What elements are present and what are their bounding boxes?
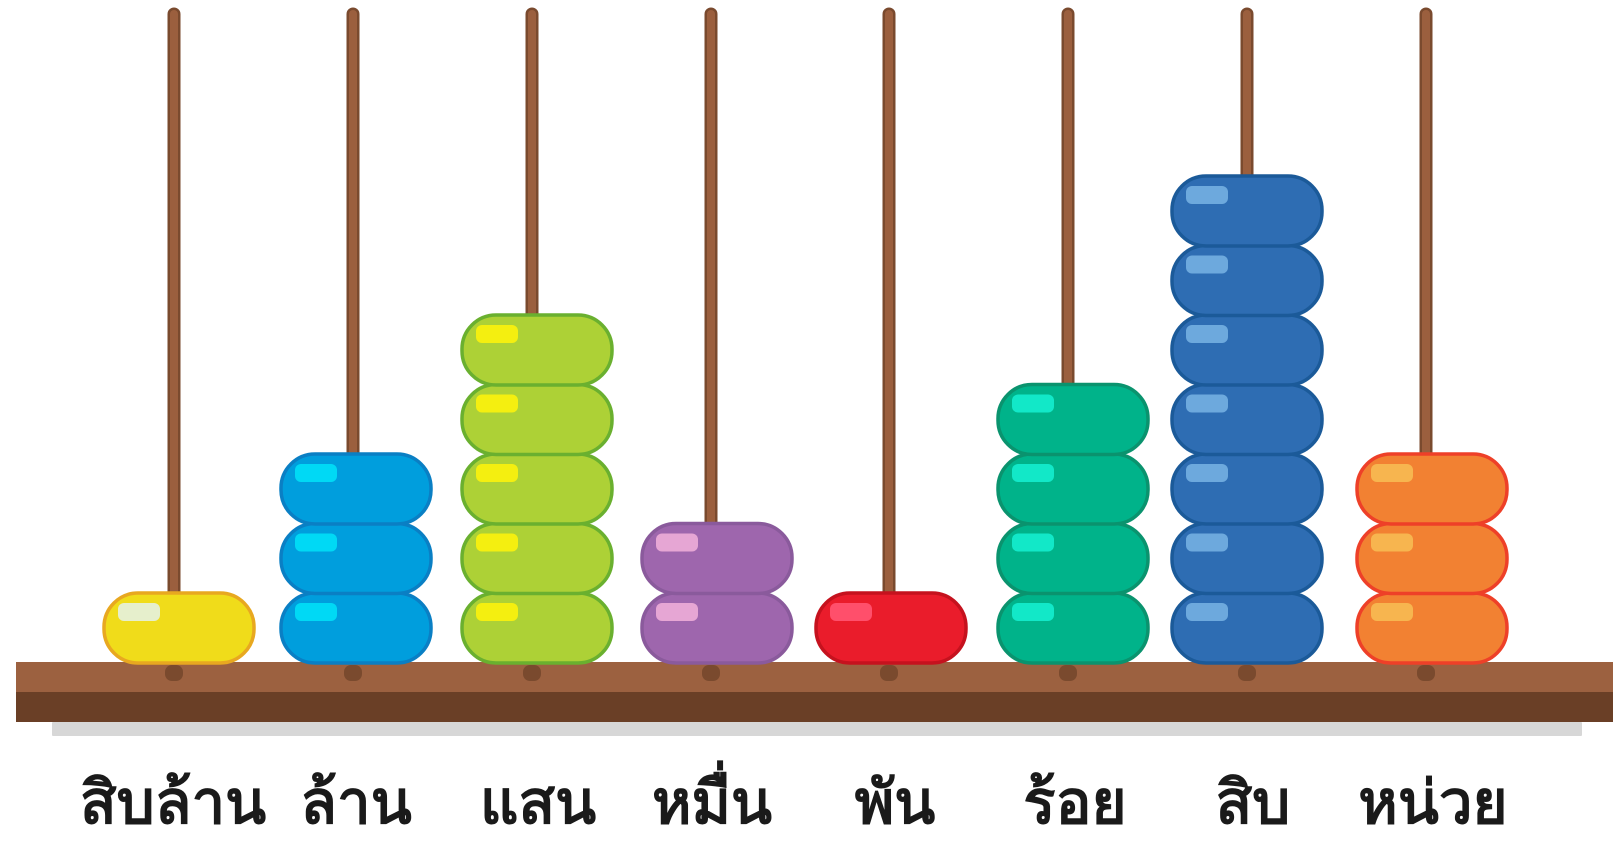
bead-highlight bbox=[476, 464, 518, 482]
bead-tens bbox=[1170, 521, 1324, 596]
place-label-tens: สิบ bbox=[1215, 768, 1291, 838]
bead-tens bbox=[1170, 452, 1324, 526]
bead-highlight bbox=[1186, 603, 1228, 621]
rod-peg-ten-millions bbox=[165, 665, 183, 681]
bead-tens bbox=[1170, 174, 1324, 248]
bead-highlight bbox=[476, 603, 518, 621]
bead-highlight bbox=[1186, 394, 1228, 413]
bead-highlight bbox=[476, 394, 518, 413]
rod-peg-millions bbox=[344, 665, 362, 681]
place-label-hundreds: ร้อย bbox=[1023, 768, 1127, 838]
bead-highlight bbox=[295, 533, 337, 552]
bead-thousands bbox=[814, 591, 968, 665]
bead-ten-millions bbox=[102, 591, 256, 665]
bead-highlight bbox=[295, 464, 337, 482]
place-label-ten-thousands: หมื่น bbox=[651, 768, 773, 838]
bead-millions bbox=[279, 521, 433, 596]
bead-millions bbox=[279, 452, 433, 526]
bead-units bbox=[1355, 452, 1509, 526]
bead-units bbox=[1355, 591, 1509, 665]
bead-tens bbox=[1170, 313, 1324, 387]
bead-highlight bbox=[1371, 603, 1413, 621]
bead-tens bbox=[1170, 591, 1324, 665]
base-lower-plank bbox=[16, 690, 1613, 722]
abacus-beads bbox=[102, 174, 1509, 665]
bead-hundred-thousands bbox=[460, 521, 614, 596]
bead-ten-thousands bbox=[640, 521, 794, 596]
bead-hundred-thousands bbox=[460, 382, 614, 457]
bead-highlight bbox=[1186, 255, 1228, 274]
rod-peg-hundreds bbox=[1059, 665, 1077, 681]
place-label-hundred-thousands: แสน bbox=[479, 768, 597, 838]
bead-highlight bbox=[1012, 533, 1054, 552]
bead-hundreds bbox=[996, 382, 1150, 457]
base-shadow bbox=[52, 722, 1582, 736]
rod-peg-thousands bbox=[880, 665, 898, 681]
place-label-thousands: พัน bbox=[854, 768, 936, 838]
place-label-millions: ล้าน bbox=[300, 768, 412, 838]
bead-highlight bbox=[1186, 186, 1228, 204]
rod-peg-ten-thousands bbox=[702, 665, 720, 681]
bead-hundreds bbox=[996, 452, 1150, 526]
bead-highlight bbox=[1371, 464, 1413, 482]
place-label-ten-millions: สิบล้าน bbox=[80, 768, 267, 838]
bead-highlight bbox=[1186, 325, 1228, 343]
bead-highlight bbox=[1186, 533, 1228, 552]
rod-peg-tens bbox=[1238, 665, 1256, 681]
abacus-rod-pegs bbox=[165, 665, 1435, 681]
bead-highlight bbox=[1371, 533, 1413, 552]
bead-tens bbox=[1170, 243, 1324, 318]
bead-hundred-thousands bbox=[460, 452, 614, 526]
bead-hundreds bbox=[996, 521, 1150, 596]
abacus-base bbox=[16, 662, 1613, 736]
bead-highlight bbox=[118, 603, 160, 621]
rod-peg-hundred-thousands bbox=[523, 665, 541, 681]
bead-tens bbox=[1170, 382, 1324, 457]
bead-highlight bbox=[1012, 394, 1054, 413]
bead-highlight bbox=[476, 325, 518, 343]
bead-ten-thousands bbox=[640, 591, 794, 665]
bead-hundred-thousands bbox=[460, 591, 614, 665]
bead-highlight bbox=[1012, 464, 1054, 482]
bead-highlight bbox=[1012, 603, 1054, 621]
bead-highlight bbox=[1186, 464, 1228, 482]
bead-highlight bbox=[476, 533, 518, 552]
base-upper-plank bbox=[16, 662, 1613, 692]
bead-units bbox=[1355, 521, 1509, 596]
bead-hundred-thousands bbox=[460, 313, 614, 387]
bead-millions bbox=[279, 591, 433, 665]
bead-highlight bbox=[295, 603, 337, 621]
place-label-units: หน่วย bbox=[1358, 768, 1508, 838]
rod-peg-units bbox=[1417, 665, 1435, 681]
bead-hundreds bbox=[996, 591, 1150, 665]
bead-highlight bbox=[830, 603, 872, 621]
bead-highlight bbox=[656, 603, 698, 621]
bead-highlight bbox=[656, 533, 698, 552]
